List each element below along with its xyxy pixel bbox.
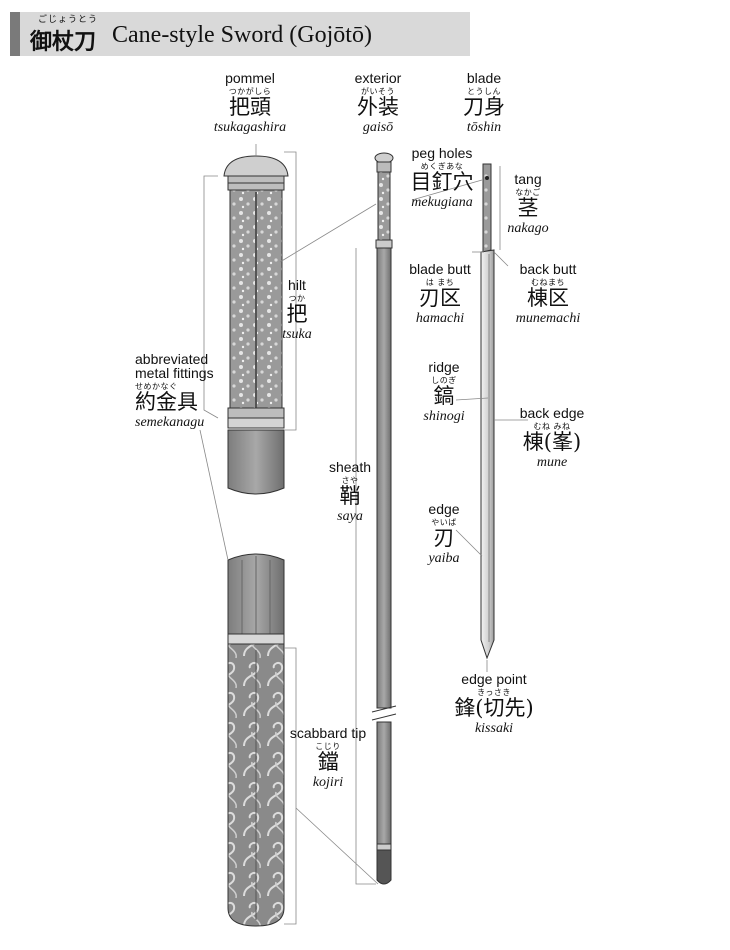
label-pommel: pommel つかがしら 把頭 tsukagashira (213, 70, 287, 135)
label-scabbard-tip: scabbard tip こじり 鐺 kojiri (289, 725, 367, 790)
label-edge-point: edge point きっさき 鋒(切先) kissaki (454, 671, 534, 736)
hilt-detail (223, 155, 289, 495)
label-ridge: ridge しのぎ 鎬 shinogi (423, 359, 465, 424)
label-blade-butt: blade butt は まち 刃区 hamachi (409, 261, 471, 326)
leader-lines (199, 144, 528, 925)
label-hilt: hilt つか 把 tsuka (282, 277, 312, 342)
title-kanji: 御杖刀 (30, 29, 97, 55)
title-bar (10, 12, 470, 56)
title-furigana: ごじょうとう (38, 15, 99, 25)
label-fittings: abbreviated metal fittings せめかなぐ 約金具 sem… (135, 351, 214, 430)
blade (480, 163, 495, 660)
label-exterior: exterior がいそう 外装 gaisō (354, 70, 402, 135)
label-tang: tang なかご 茎 nakago (507, 171, 549, 236)
label-edge: edge やいば 刃 yaiba (428, 501, 460, 566)
page-title: Cane-style Sword (Gojōtō) (112, 22, 372, 48)
label-blade: blade とうしん 刀身 tōshin (463, 70, 505, 135)
label-peg-holes: peg holes めくぎあな 目釘穴 mekugiana (410, 145, 474, 210)
label-sheath: sheath さや 鞘 saya (328, 459, 372, 524)
label-back-butt: back butt むねまち 棟区 munemachi (515, 261, 581, 326)
title-accent (10, 12, 20, 56)
exterior-cane (371, 152, 397, 885)
scabbard-detail (227, 553, 285, 927)
label-back-edge: back edge むね みね 棟(峯) mune (519, 405, 585, 470)
